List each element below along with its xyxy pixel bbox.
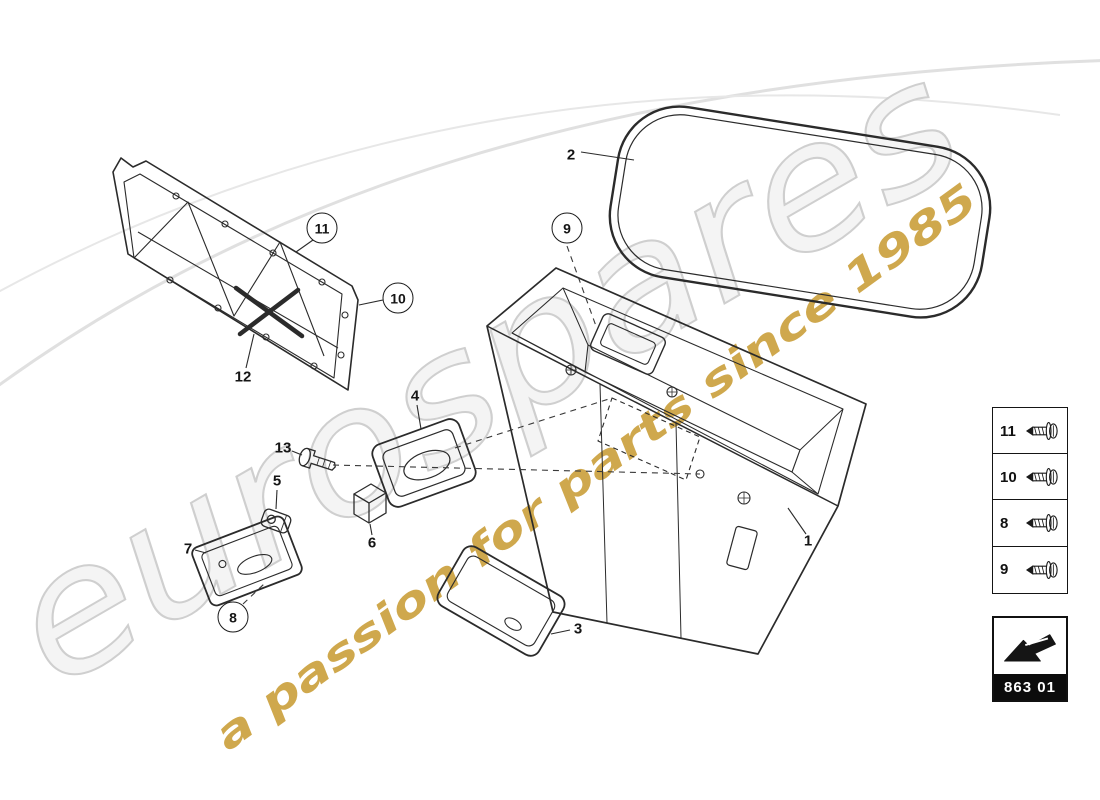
tray-4-drawing	[371, 418, 477, 508]
fastener-row-9[interactable]: 9	[992, 545, 1068, 594]
lining-tub-1-drawing	[486, 267, 867, 655]
assembly-dashed-lines	[242, 245, 701, 605]
fastener-row-11[interactable]: 11	[992, 407, 1068, 455]
watermark: eurospares a passion for parts since 198…	[0, 20, 1100, 760]
fastener-label: 9	[1000, 561, 1009, 579]
seal-gasket-2-drawing	[608, 105, 992, 319]
screw-icon	[1025, 560, 1058, 579]
part-group-box[interactable]: 863 01	[992, 616, 1068, 702]
bracket-6-drawing	[353, 483, 387, 524]
callout-7[interactable]: 7	[183, 540, 193, 558]
tub-strap-bracket	[590, 313, 666, 375]
trim-panel-3-drawing	[436, 545, 566, 657]
callout-6[interactable]: 6	[367, 534, 377, 552]
callout-3[interactable]: 3	[573, 620, 583, 638]
panel-rivets	[166, 192, 349, 370]
fastener-row-8[interactable]: 8	[992, 499, 1068, 548]
fastener-table: 11 10	[992, 407, 1068, 594]
tub-foot	[726, 525, 758, 571]
bolt-13-drawing	[298, 447, 336, 471]
floor-panel-12-drawing	[112, 157, 359, 391]
watermark-brand-text: eurospares	[0, 21, 993, 725]
callout-11[interactable]: 11	[306, 212, 338, 244]
callout-10[interactable]: 10	[382, 282, 414, 314]
panel-x-emblem	[233, 285, 305, 339]
callout-5[interactable]: 5	[272, 472, 282, 490]
part-group-code: 863 01	[994, 674, 1066, 700]
callout-2[interactable]: 2	[566, 146, 576, 164]
callout-12[interactable]: 12	[234, 368, 252, 386]
callout-1[interactable]: 1	[803, 532, 813, 550]
clip-5-drawing	[260, 508, 292, 534]
screw-icon	[1025, 514, 1058, 533]
callout-8[interactable]: 8	[217, 601, 249, 633]
fastener-row-10[interactable]: 10	[992, 453, 1068, 502]
screw-icon	[1025, 421, 1058, 441]
fastener-label: 8	[1000, 514, 1009, 532]
callout-9[interactable]: 9	[551, 212, 583, 244]
fastener-label: 10	[1000, 468, 1017, 486]
screw-icon	[1025, 468, 1058, 487]
fastener-label: 11	[1000, 422, 1016, 440]
leader-lines	[194, 151, 807, 635]
callout-13[interactable]: 13	[274, 439, 292, 457]
category-arrow-icon	[994, 618, 1066, 674]
callout-4[interactable]: 4	[410, 387, 420, 405]
plate-7-drawing	[191, 515, 303, 607]
